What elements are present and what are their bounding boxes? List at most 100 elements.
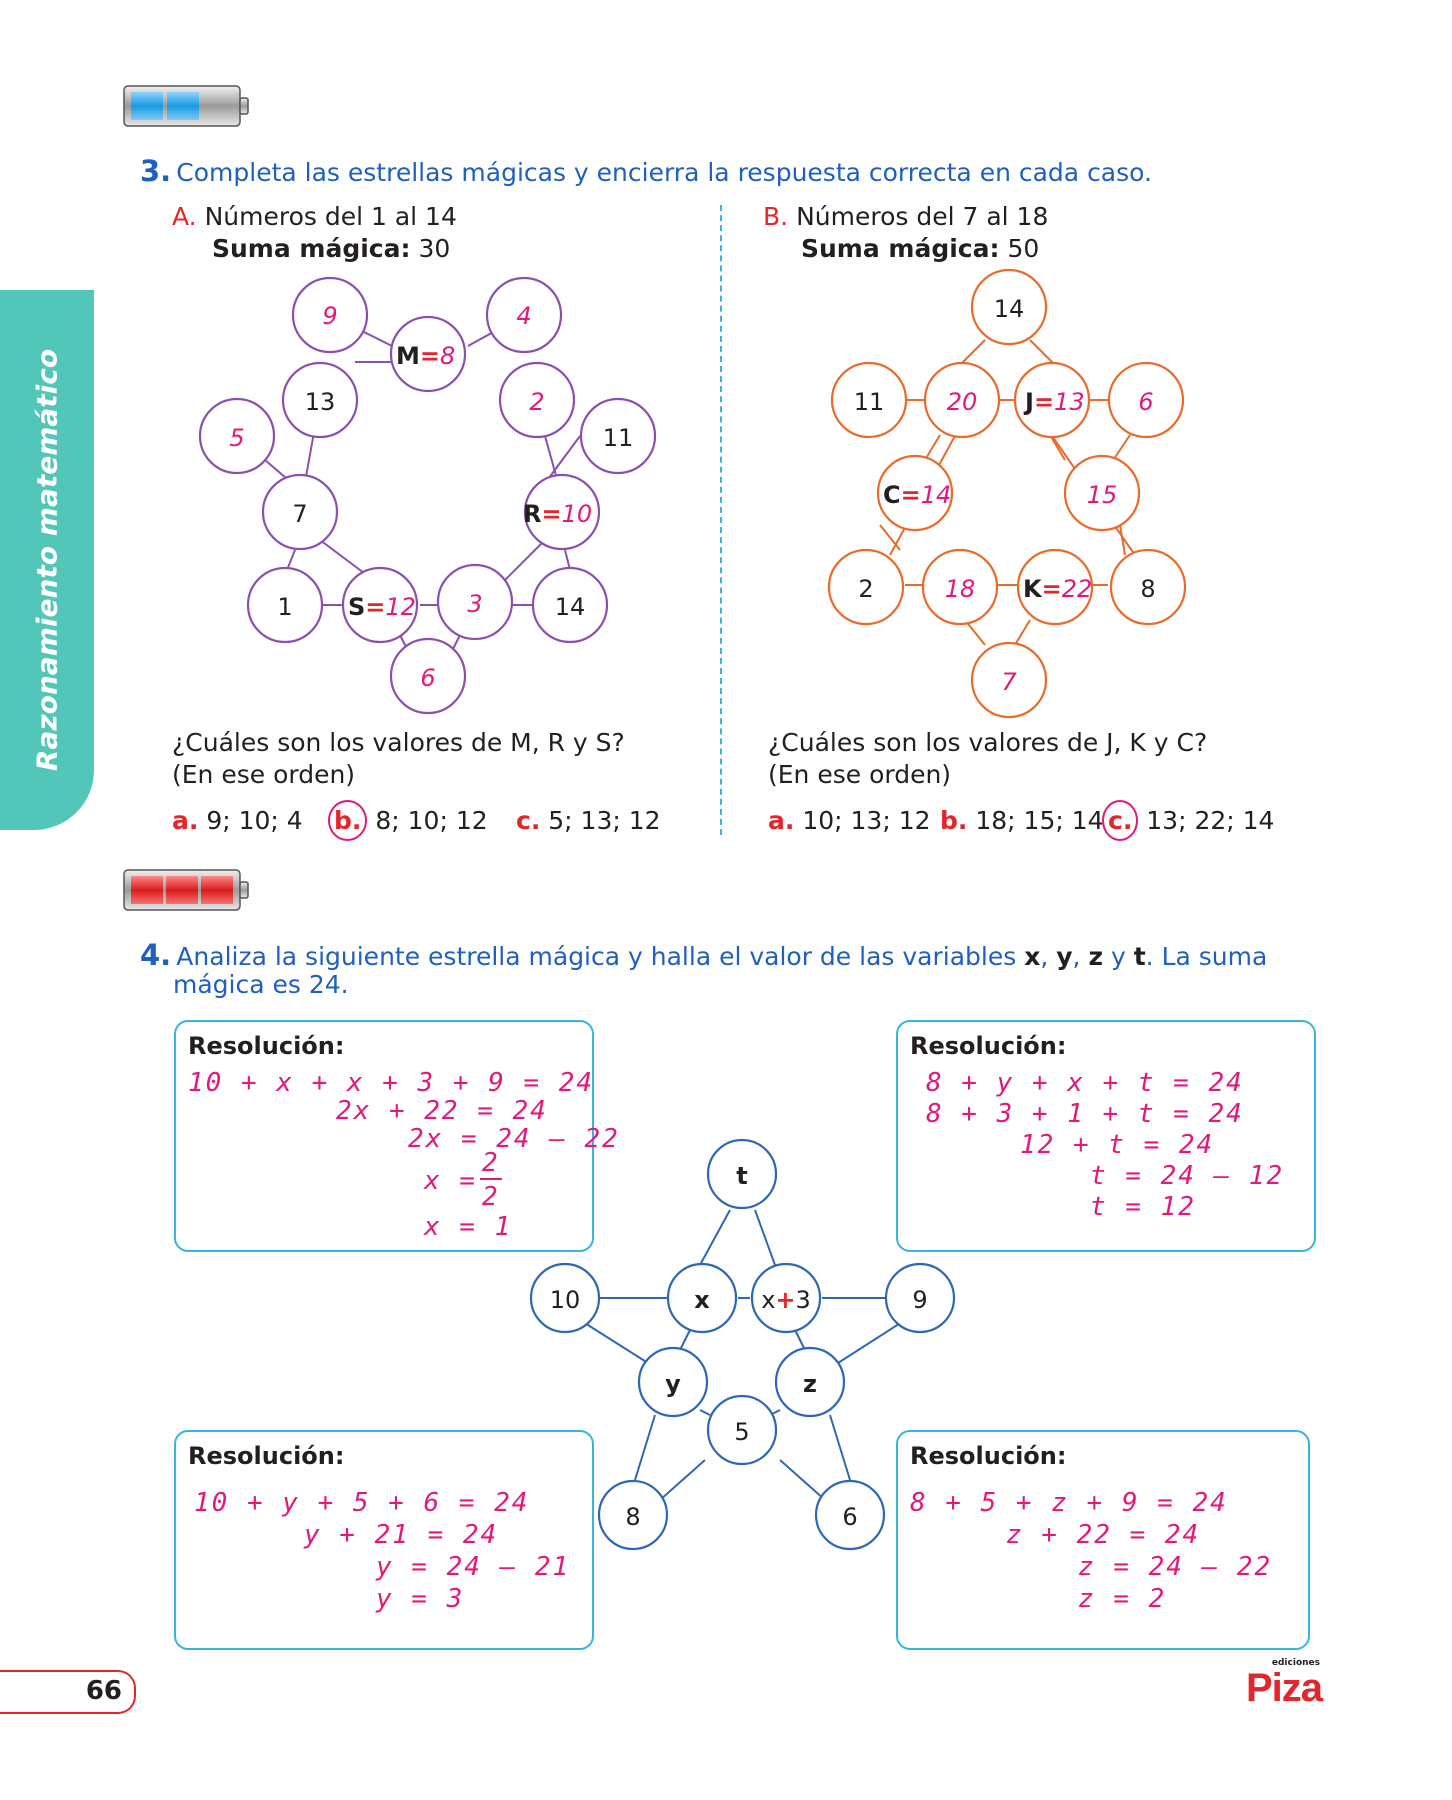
value-20: 20 <box>947 388 978 416</box>
eq-line: 2x + 22 = 24 <box>336 1096 548 1126</box>
page-number-tab: 66 <box>0 1670 136 1714</box>
brand-logo: ediciones Piza <box>1222 1658 1323 1710</box>
option-b-b[interactable]: b. 18; 15; 14 <box>940 806 1104 835</box>
value-2: 2 <box>858 575 873 603</box>
part-a-letter: A. <box>172 202 197 231</box>
option-a-c[interactable]: c. 5; 13; 12 <box>516 806 661 835</box>
option-a-b[interactable]: b. 8; 10; 12 <box>328 800 488 841</box>
node-b-18 <box>921 548 999 626</box>
eq-line: 8 + 5 + z + 9 = 24 <box>910 1488 1228 1518</box>
node-b-2 <box>827 548 905 626</box>
resolution-box-bottom-left: Resolución: 10 + y + 5 + 6 = 24 y + 21 =… <box>174 1430 594 1650</box>
eq-line: z = 2 <box>1078 1584 1167 1614</box>
option-value: 18; 15; 14 <box>975 806 1104 835</box>
node-q4-xplus3 <box>750 1262 822 1334</box>
option-value: 9; 10; 4 <box>206 806 303 835</box>
label-r: R=10 <box>523 500 592 528</box>
node-a-9 <box>291 276 369 354</box>
node-b-14 <box>970 268 1048 346</box>
value-11: 11 <box>854 388 885 416</box>
eq-line: z + 22 = 24 <box>1006 1520 1201 1550</box>
node-a-5 <box>198 397 276 475</box>
value-y: y <box>665 1370 681 1398</box>
node-q4-x <box>666 1262 738 1334</box>
label-m: M=8 <box>396 342 455 370</box>
node-b-6 <box>1107 361 1185 439</box>
value-2: 2 <box>529 388 544 416</box>
label-c: C=14 <box>883 481 951 509</box>
value-14: 14 <box>555 593 586 621</box>
brand-small: ediciones <box>1271 1658 1320 1668</box>
value-18: 18 <box>945 575 976 603</box>
question-text: Analiza la siguiente estrella mágica y h… <box>176 942 1268 971</box>
part-b-sum: Suma mágica: 50 <box>801 234 1039 263</box>
question-number: 3. <box>140 154 172 188</box>
part-b-order: (En ese orden) <box>768 760 952 789</box>
part-b-range: Números del 7 al 18 <box>796 202 1049 231</box>
question-text: Completa las estrellas mágicas y encierr… <box>176 158 1152 187</box>
node-a-14 <box>531 566 609 644</box>
value-15: 15 <box>1087 481 1118 509</box>
value-x: x <box>694 1286 710 1314</box>
part-a-order: (En ese orden) <box>172 760 356 789</box>
option-letter-circled: b. <box>328 800 368 841</box>
node-a-11 <box>579 397 657 475</box>
resolution-box-bottom-right: Resolución: 8 + 5 + z + 9 = 24 z + 22 = … <box>896 1430 1310 1650</box>
eq-line: y = 3 <box>376 1584 465 1614</box>
node-a-s <box>341 566 419 644</box>
node-b-c <box>876 454 954 532</box>
question-4-header: 4. Analiza la siguiente estrella mágica … <box>140 938 1315 972</box>
node-q4-t <box>706 1138 778 1210</box>
value-6: 6 <box>1138 388 1153 416</box>
value-8: 8 <box>625 1503 640 1531</box>
resolution-title: Resolución: <box>188 1032 345 1060</box>
eq-line: t = 12 <box>1090 1192 1196 1222</box>
label-s: S=12 <box>348 593 416 621</box>
option-b-a[interactable]: a. 10; 13; 12 <box>768 806 931 835</box>
label-j: J=13 <box>1023 388 1085 416</box>
part-a-header: A. Números del 1 al 14 <box>172 202 457 231</box>
node-a-7 <box>261 473 339 551</box>
eq-line: x = 1 <box>424 1212 513 1242</box>
option-letter: c. <box>516 806 541 835</box>
battery-red-icon <box>122 866 250 914</box>
value-14: 14 <box>994 295 1025 323</box>
value-7: 7 <box>292 500 307 528</box>
eq-line: 10 + y + 5 + 6 = 24 <box>194 1488 530 1518</box>
value-3: 3 <box>467 590 482 618</box>
node-b-k <box>1016 548 1094 626</box>
part-a-sum: Suma mágica: 30 <box>212 234 450 263</box>
part-a-question: ¿Cuáles son los valores de M, R y S? <box>172 728 625 757</box>
value-8: 8 <box>1140 575 1155 603</box>
node-b-11 <box>830 361 908 439</box>
resolution-box-top-left: Resolución: 10 + x + x + 3 + 9 = 24 2x +… <box>174 1020 618 1252</box>
node-b-15 <box>1063 454 1141 532</box>
question-number: 4. <box>140 938 172 972</box>
value-7: 7 <box>1001 668 1017 696</box>
option-value: 8; 10; 12 <box>375 806 488 835</box>
part-a-range: Números del 1 al 14 <box>204 202 457 231</box>
node-a-6 <box>389 637 467 715</box>
value-4: 4 <box>516 302 531 330</box>
option-b-c[interactable]: c. 13; 22; 14 <box>1102 800 1274 841</box>
option-a-a[interactable]: a. 9; 10; 4 <box>172 806 303 835</box>
sidebar-tab: Razonamiento matemático <box>0 290 94 830</box>
node-a-m <box>389 315 467 393</box>
node-q4-y <box>637 1346 709 1418</box>
value-10: 10 <box>550 1286 581 1314</box>
eq-line: 2x = 24 – 22 <box>408 1124 620 1154</box>
value-9: 9 <box>912 1286 927 1314</box>
value-xplus3: x+3 <box>761 1286 811 1314</box>
option-letter: a. <box>768 806 795 835</box>
resolution-title: Resolución: <box>910 1442 1067 1470</box>
sum-label: Suma mágica: <box>212 234 411 263</box>
node-b-20 <box>923 361 1001 439</box>
node-b-j <box>1013 361 1091 439</box>
option-letter: a. <box>172 806 199 835</box>
node-a-3 <box>436 563 514 641</box>
sum-value: 50 <box>1007 234 1040 263</box>
value-6: 6 <box>420 664 435 692</box>
node-q4-8 <box>597 1479 669 1551</box>
option-letter-circled: c. <box>1102 800 1139 841</box>
